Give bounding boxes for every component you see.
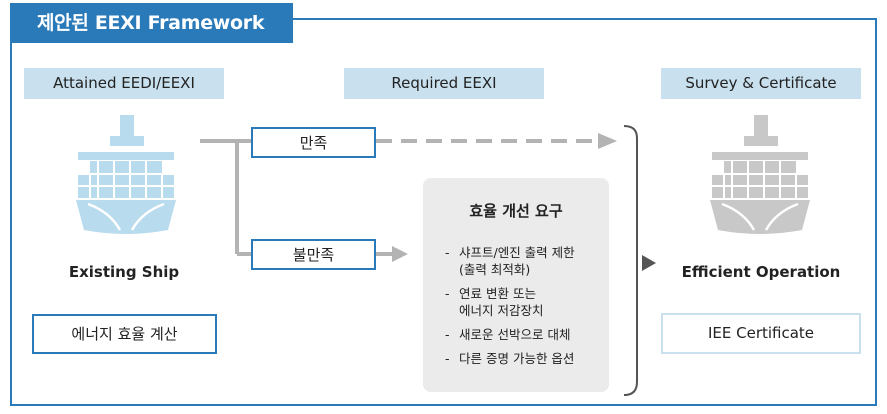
fail-arrowhead bbox=[392, 246, 408, 262]
list-item: - 연료 변환 또는 에너지 저감장치 bbox=[445, 286, 544, 318]
header-required: Required EEXI bbox=[344, 68, 544, 99]
pass-box: 만족 bbox=[251, 127, 376, 158]
existing-ship-icon bbox=[76, 115, 176, 234]
pass-arrowhead bbox=[598, 133, 617, 149]
existing-ship-label: Existing Ship bbox=[68, 263, 180, 281]
header-survey: Survey & Certificate bbox=[661, 68, 861, 99]
efficient-ship-icon bbox=[710, 115, 810, 234]
header-attained: Attained EEDI/EEXI bbox=[24, 68, 224, 99]
framework-title: 제안된 EEXI Framework bbox=[10, 3, 293, 43]
list-item: - 샤프트/엔진 출력 제한 (출력 최적화) bbox=[445, 245, 575, 277]
iee-certificate-box: IEE Certificate bbox=[661, 313, 861, 354]
efficient-operation-label: Efficient Operation bbox=[681, 263, 841, 281]
bracket bbox=[623, 125, 638, 396]
panel-title: 효율 개선 요구 bbox=[469, 202, 563, 220]
list-item: - 새로운 선박으로 대체 bbox=[445, 327, 571, 342]
improvement-panel: 효율 개선 요구 - 샤프트/엔진 출력 제한 (출력 최적화) - 연료 변환… bbox=[423, 178, 609, 392]
energy-efficiency-calc-box: 에너지 효율 계산 bbox=[32, 314, 217, 354]
bracket-arrowhead bbox=[642, 255, 656, 271]
fail-box: 불만족 bbox=[251, 239, 376, 270]
improvement-list: - 샤프트/엔진 출력 제한 (출력 최적화) - 연료 변환 또는 에너지 저… bbox=[423, 244, 609, 374]
list-item: - 다른 증명 가능한 옵션 bbox=[445, 351, 575, 366]
